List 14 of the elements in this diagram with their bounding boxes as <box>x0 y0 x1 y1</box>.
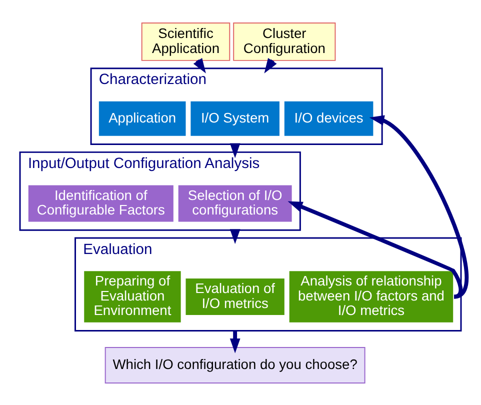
node-box: I/O System <box>190 100 280 136</box>
node-box: Evaluation of I/O metrics <box>184 276 286 316</box>
arrow <box>230 330 240 353</box>
node-box: Preparing of Evaluation Environment <box>83 270 182 323</box>
arrow <box>369 114 468 298</box>
node-box: Cluster Configuration <box>233 22 336 60</box>
node-box: Selection of I/O configurations <box>177 184 293 222</box>
node-box: Identification of Configurable Factors <box>27 184 174 222</box>
node-box: Application <box>98 100 187 136</box>
node-box: Analysis of relationship between I/O factors and I/O metrics <box>288 270 454 323</box>
node-box: I/O devices <box>283 100 374 136</box>
node-box: Which I/O configuration do you choose? <box>104 346 366 384</box>
node-box: Scientific Application <box>141 22 230 60</box>
arrow <box>288 200 463 298</box>
